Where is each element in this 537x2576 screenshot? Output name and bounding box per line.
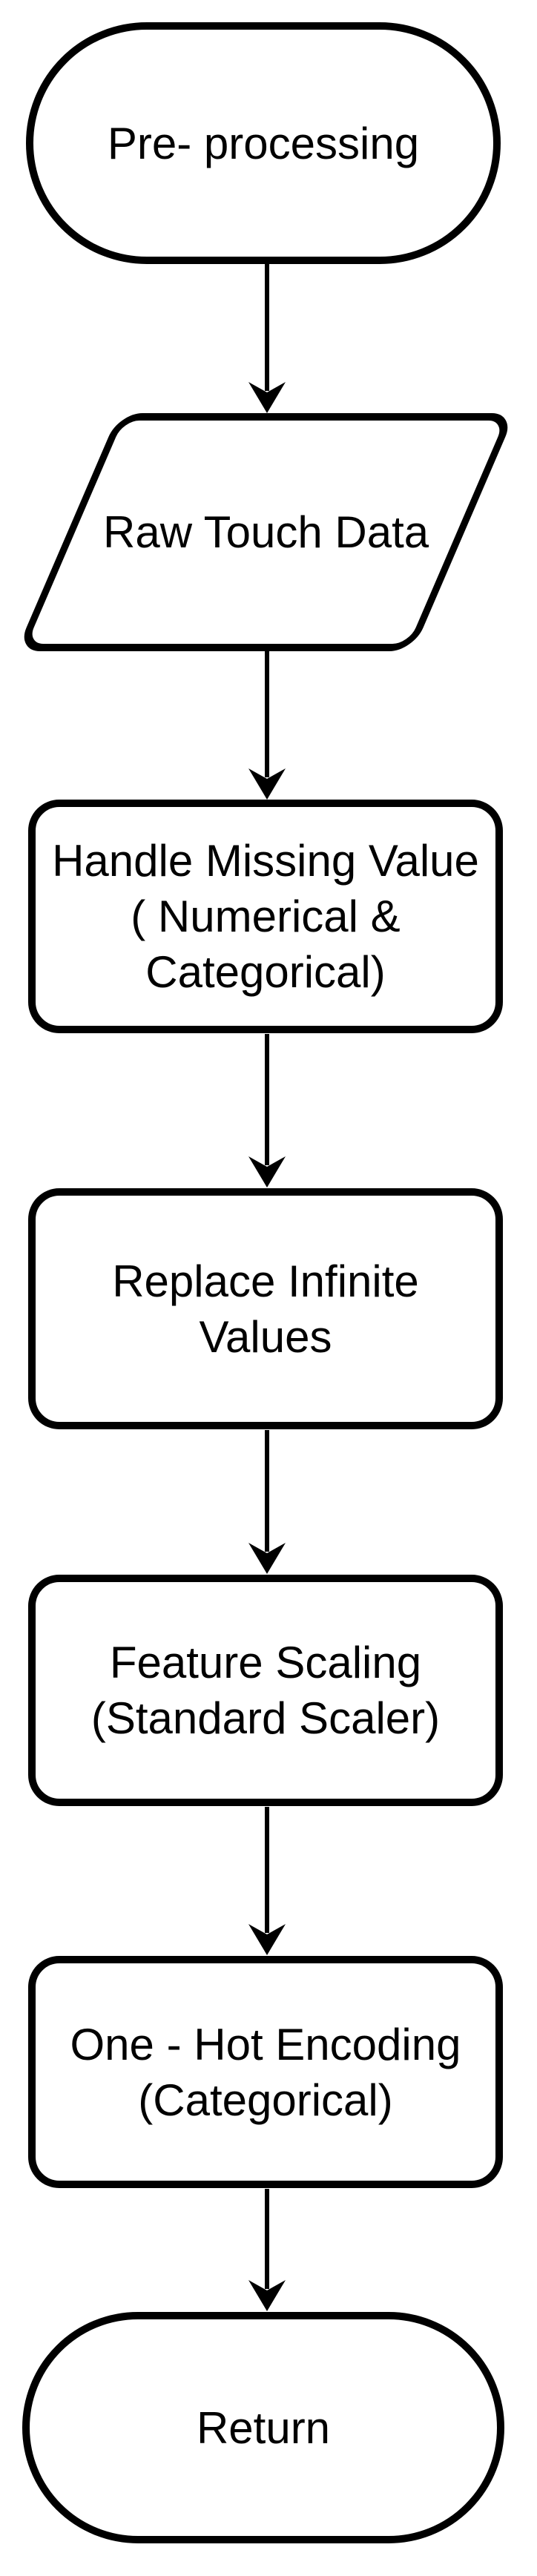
arrow-head-icon: [248, 1543, 286, 1574]
flow-arrow-4: [248, 1430, 286, 1574]
arrow-head-icon: [248, 768, 286, 800]
label-line: (Standard Scaler): [90, 1693, 441, 1743]
node-one-hot-encoding-label: One - Hot Encoding (Categorical): [70, 2017, 461, 2128]
label-line: Raw Touch Data: [102, 507, 429, 557]
node-feature-scaling-label: Feature Scaling (Standard Scaler): [91, 1635, 440, 1746]
flow-arrow-6: [248, 2189, 286, 2311]
node-handle-missing-value-label: Handle Missing Value ( Numerical & Categ…: [52, 833, 479, 1000]
label-line: One - Hot Encoding: [70, 2019, 461, 2069]
node-raw-touch-data: Raw Touch Data: [16, 413, 516, 651]
node-feature-scaling: Feature Scaling (Standard Scaler): [28, 1575, 503, 1806]
label-line: Return: [196, 2402, 331, 2453]
node-one-hot-encoding: One - Hot Encoding (Categorical): [28, 1956, 503, 2188]
flow-arrow-2: [248, 651, 286, 800]
label-line: (Categorical): [138, 2075, 393, 2125]
node-return: Return: [22, 2312, 504, 2543]
label-line: Pre- processing: [107, 118, 420, 168]
node-handle-missing-value: Handle Missing Value ( Numerical & Categ…: [28, 800, 503, 1033]
arrow-head-icon: [248, 2280, 286, 2311]
label-line: Handle Missing Value: [52, 836, 479, 886]
flow-arrow-5: [248, 1807, 286, 1955]
node-pre-processing-label: Pre- processing: [108, 116, 419, 171]
label-line: Feature Scaling: [109, 1638, 422, 1687]
flow-arrow-3: [248, 1034, 286, 1187]
node-replace-infinite-values-label: Replace Infinite Values: [112, 1254, 419, 1365]
arrow-head-icon: [248, 382, 286, 413]
label-line: Values: [199, 1311, 332, 1362]
arrow-head-icon: [248, 1924, 286, 1955]
node-pre-processing: Pre- processing: [26, 22, 501, 264]
flow-arrow-1: [248, 264, 286, 413]
label-line: ( Numerical &: [131, 892, 401, 941]
node-return-label: Return: [197, 2400, 330, 2456]
node-replace-infinite-values: Replace Infinite Values: [28, 1188, 503, 1429]
node-raw-touch-data-label: Raw Touch Data: [103, 504, 429, 560]
label-line: Replace Infinite: [112, 1256, 419, 1306]
arrow-head-icon: [248, 1156, 286, 1187]
label-line: Categorical): [145, 947, 386, 997]
